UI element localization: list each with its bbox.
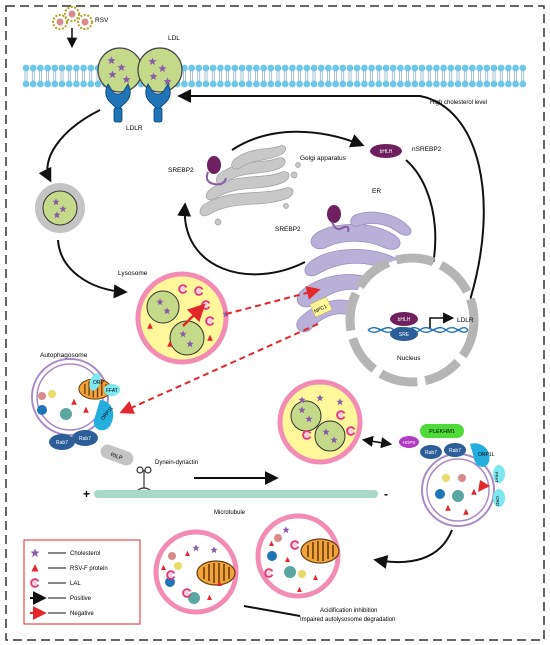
autophagosome: [31, 358, 112, 436]
nucleus: [345, 253, 479, 387]
orp-label: ORP: [93, 380, 105, 386]
endosome: [35, 183, 85, 233]
inhibition-bar-line: [243, 605, 301, 617]
ldlr-label: LDLR: [126, 125, 143, 132]
rab7-label: Rab7: [79, 436, 91, 442]
ldl-particle: [97, 47, 183, 93]
npc1-label: NPC1: [313, 304, 328, 315]
golgi-to-nsrebp2-arrow: [231, 130, 365, 151]
legend-label: Positive: [70, 596, 92, 602]
bhlh-label: bHLH: [380, 149, 393, 155]
srebp2-golgi-label: SREBP2: [168, 167, 194, 174]
nsrebp2-label: nSREBP2: [412, 146, 442, 153]
srebp2-golgi-protein: [205, 156, 227, 186]
legend-item-star: Cholesterol: [30, 548, 100, 557]
orp1l-right-label: ORP1L: [478, 452, 495, 458]
legend-label: Negative: [70, 611, 94, 617]
autolysosome-1: [255, 513, 341, 599]
ldlr-receptor: [105, 83, 171, 123]
srebp2-er-label: SREBP2: [275, 226, 301, 233]
tethering-complex: [399, 424, 505, 507]
ldl-label: LDL: [168, 35, 180, 42]
legend-label: LAL: [70, 581, 81, 587]
hops-label: HOPS: [403, 440, 416, 445]
minus-end-label: -: [384, 487, 388, 501]
rilp-label: RILP: [110, 452, 124, 462]
golgi-apparatus: [199, 145, 301, 226]
endocytosis-arrow: [38, 109, 101, 183]
er-to-golgi-arrow: [177, 202, 306, 276]
impaired-degradation-label: Impaired autolysosome degradation: [300, 617, 395, 623]
figure-border: [5, 5, 545, 641]
er-label: ER: [372, 188, 381, 195]
dynein-motor-icon: [136, 466, 152, 491]
nsrebp2-protein: bHLH: [370, 144, 402, 158]
autophagosome-label: Autophagosome: [40, 352, 88, 359]
bhlh-nucleus-label: bHLH: [398, 317, 411, 323]
srebp2-er-protein: [327, 205, 350, 233]
legend-item-black-arrow: Positive: [30, 591, 92, 605]
plekhm1-label: PLEKHM1: [429, 429, 455, 435]
rsv-label: RSV: [95, 17, 109, 24]
sre-label: SRE: [399, 332, 410, 338]
rab7-right-label: Rab7: [425, 450, 437, 456]
lysosome-label: Lysosome: [118, 270, 148, 277]
fusion-arrow: [361, 435, 393, 449]
legend-label: RSV-F protein: [70, 566, 108, 572]
lysosome: [135, 271, 230, 365]
legend-item-triangle: RSV-F protein: [31, 564, 108, 572]
nucleus-label: Nucleus: [397, 355, 421, 362]
orp-right-label: ORD: [495, 496, 500, 507]
rsv-virus-icon: [52, 6, 93, 49]
legend-label: Cholesterol: [70, 551, 100, 557]
ldlr-gene-label: LDLR: [457, 317, 474, 324]
ffat-right-label: FFAT: [494, 472, 499, 483]
autophagosome-right: [421, 453, 495, 527]
high-cholesterol-label: High cholesterol level: [430, 100, 487, 106]
rilp-protein: RILP: [100, 444, 134, 466]
golgi-label: Golgi apparatus: [300, 155, 347, 162]
lysosome-2: [277, 379, 363, 465]
feedback-arrow: [177, 89, 485, 301]
npc1-protein: NPC1: [309, 296, 333, 318]
ffat-label: FFAT: [106, 388, 118, 394]
orp-complex-top: [49, 373, 120, 450]
plus-end-label: +: [83, 487, 90, 501]
autolysosome-2: [153, 529, 239, 615]
endosome-to-lysosome-arrow: [57, 239, 128, 299]
acidification-label: Acidification inhibition: [320, 608, 377, 614]
legend-item-red-arrow: Negative: [30, 606, 94, 620]
microtubule-label: Microtubule: [214, 510, 246, 516]
inhibit-autophagosome-arrow: [119, 323, 319, 414]
microtubule: [94, 490, 378, 498]
inhibit-npc1-arrow: [225, 286, 321, 315]
to-autolysosome-arrow: [373, 529, 453, 569]
legend-item-pacman: LAL: [30, 578, 81, 588]
dynein-label: Dynein-dynactin: [155, 460, 198, 466]
rab7-label-2: Rab7: [56, 440, 68, 446]
rab7-right-label-2: Rab7: [449, 448, 461, 454]
